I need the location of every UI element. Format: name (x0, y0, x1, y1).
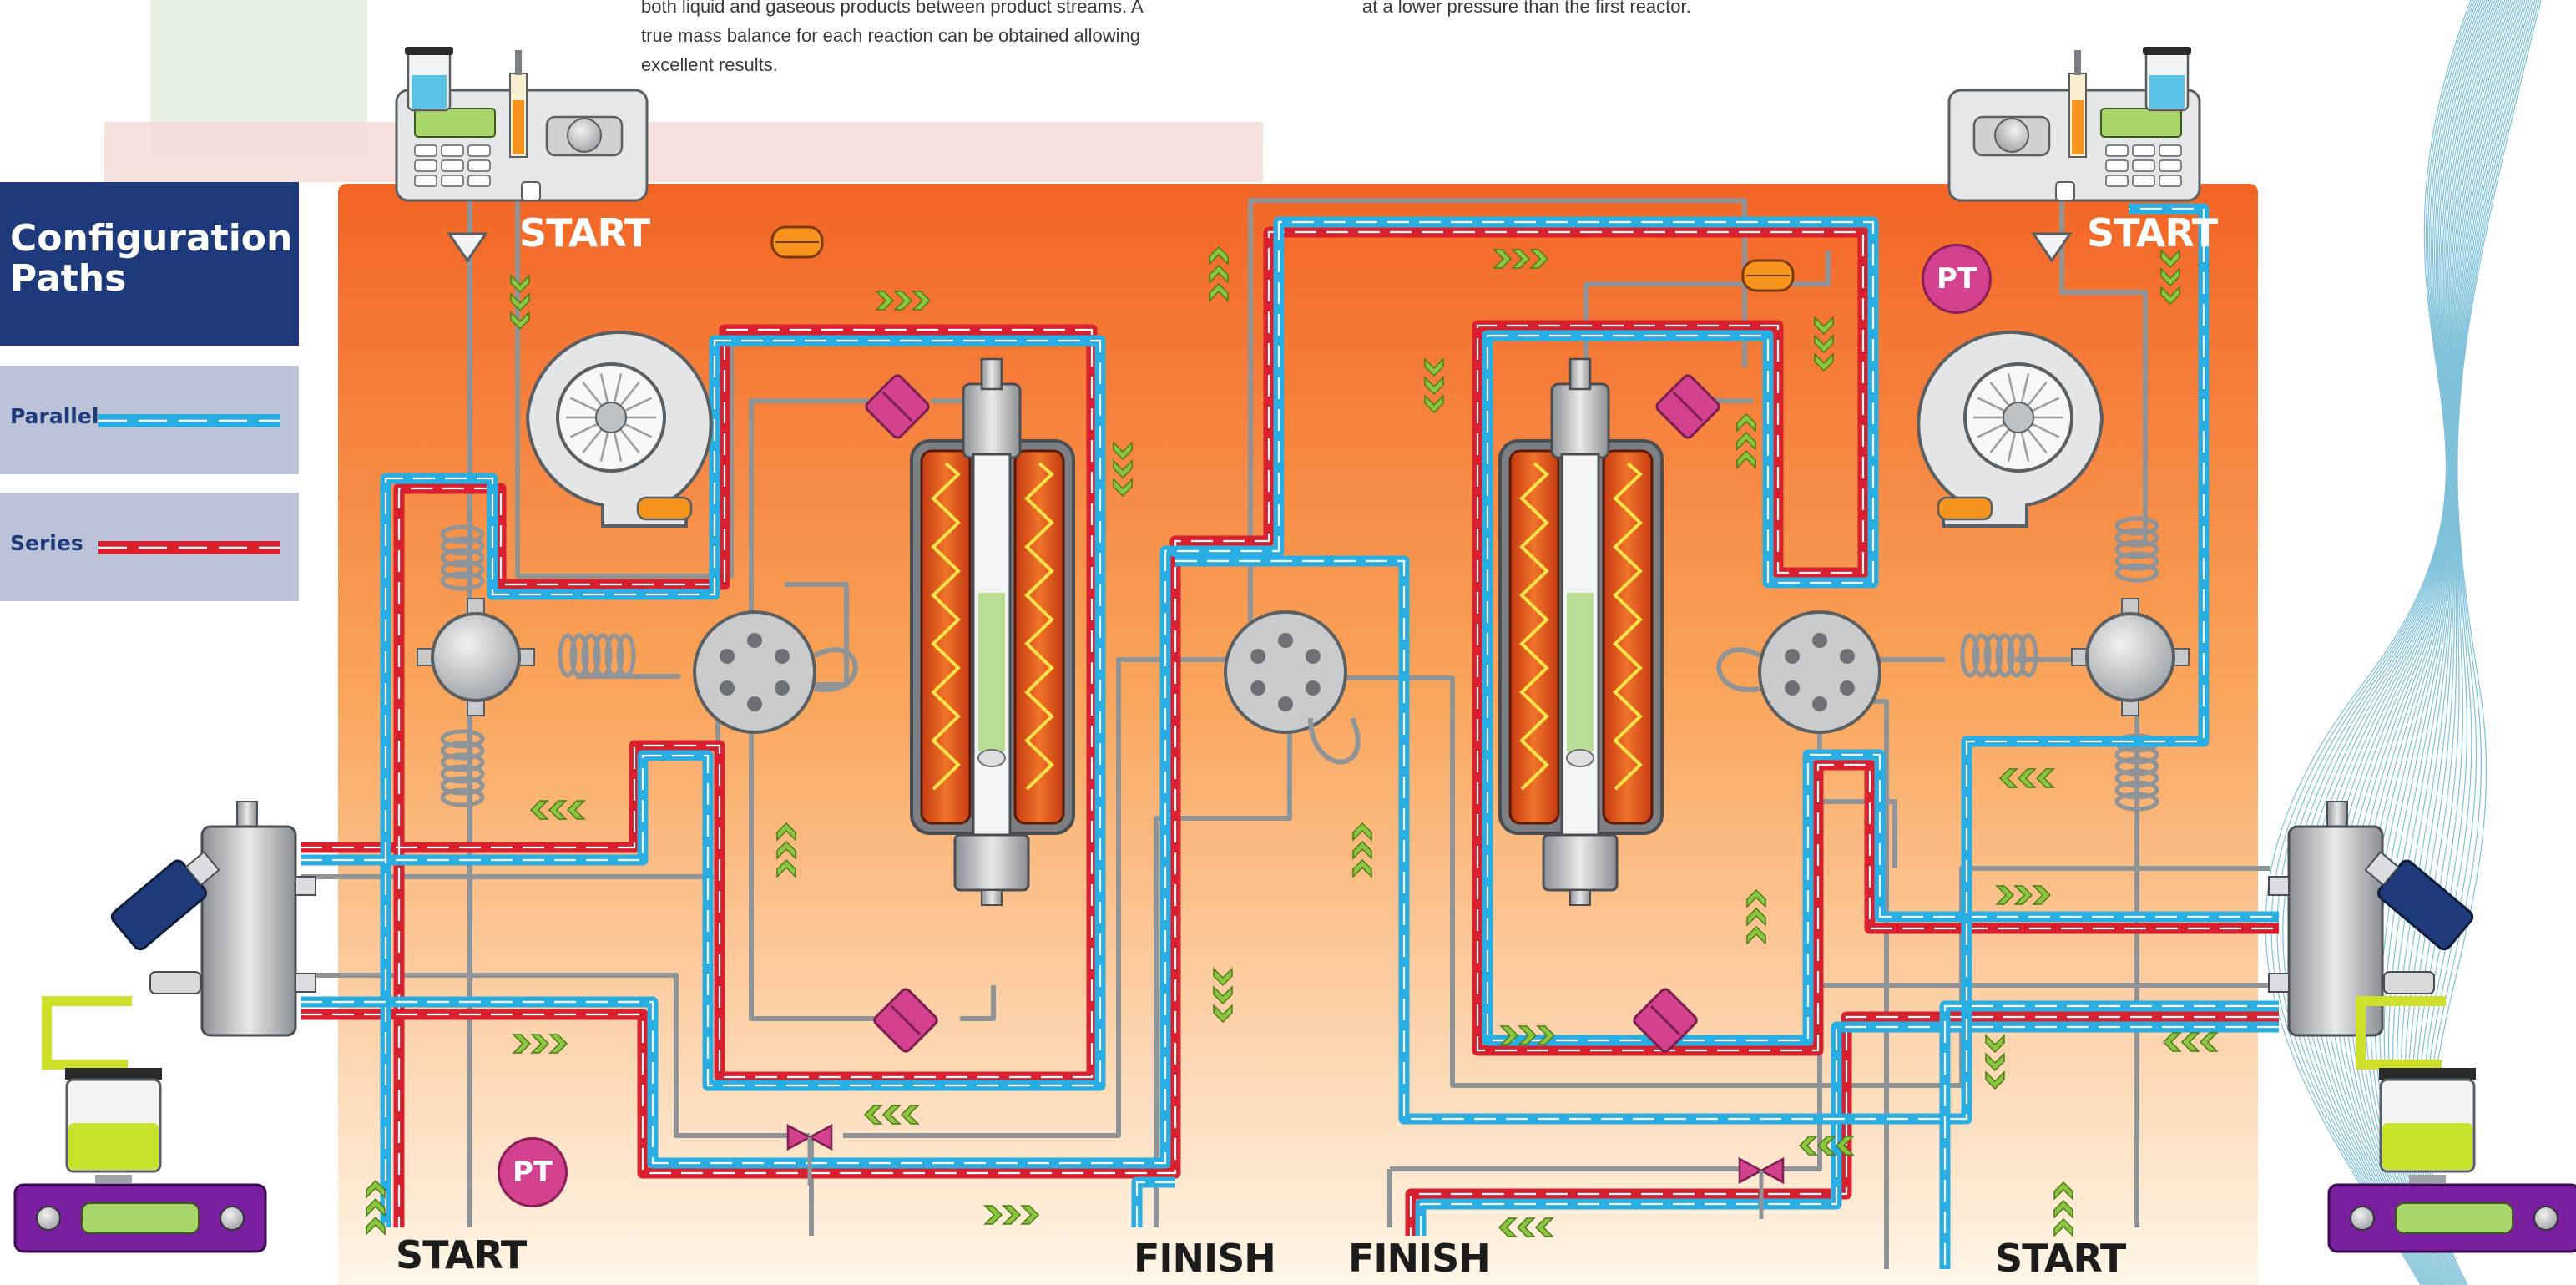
product-vial-icon (65, 1068, 162, 1183)
panel-title-line-2: Paths (10, 259, 299, 299)
product-vial-icon (2379, 1068, 2476, 1183)
packed-column-reactor-icon (912, 359, 1073, 905)
start-label-top-left: START (519, 210, 649, 255)
packed-column-reactor-icon (1500, 359, 1662, 905)
start-label-bottom-right: START (1995, 1236, 2125, 1281)
pressure-transducer-left-icon: PT (498, 1137, 568, 1207)
finish-label-right: FINISH (1348, 1236, 1490, 1281)
six-port-valve-icon (695, 612, 815, 732)
legend-parallel: Parallel (0, 366, 299, 474)
reagent-pump-icon (1949, 47, 2200, 200)
stirrer-hotplate-icon (15, 1185, 265, 1252)
heater-icon (922, 451, 970, 823)
stirrer-hotplate-icon (2329, 1185, 2576, 1252)
legend-series: Series (0, 493, 299, 601)
start-label-bottom-left: START (396, 1232, 526, 1277)
gas-liquid-separator-icon (109, 802, 316, 1035)
panel-title-line-1: Configuration (10, 219, 299, 259)
pressure-transducer-right-label: PT (1937, 262, 1977, 296)
six-port-valve-icon (1760, 612, 1880, 732)
legend-parallel-label: Parallel (10, 404, 98, 428)
product-collection-station (15, 1001, 265, 1252)
heater-icon (1510, 451, 1558, 823)
flow-sensor-icon (772, 227, 822, 257)
legend-parallel-swatch (98, 412, 280, 429)
legend-series-label: Series (10, 531, 83, 555)
finish-label-left: FINISH (1134, 1236, 1275, 1281)
coil-reactor-icon (560, 635, 634, 675)
start-label-top-right: START (2087, 210, 2217, 255)
flow-sensor-icon (1743, 261, 1793, 291)
pressure-transducer-left-label: PT (513, 1156, 553, 1189)
six-port-valve-icon (1225, 612, 1346, 732)
coil-reactor-icon (1962, 635, 2036, 675)
pressure-transducer-right-icon: PT (1922, 244, 1992, 314)
heater-icon (1015, 451, 1063, 823)
decor-pink-band (104, 122, 1263, 182)
heater-icon (1604, 451, 1652, 823)
reagent-pump-icon (397, 47, 647, 200)
panel-title: Configuration Paths (0, 182, 299, 346)
coil-reactor-icon (442, 731, 482, 805)
legend-series-swatch (98, 539, 280, 556)
